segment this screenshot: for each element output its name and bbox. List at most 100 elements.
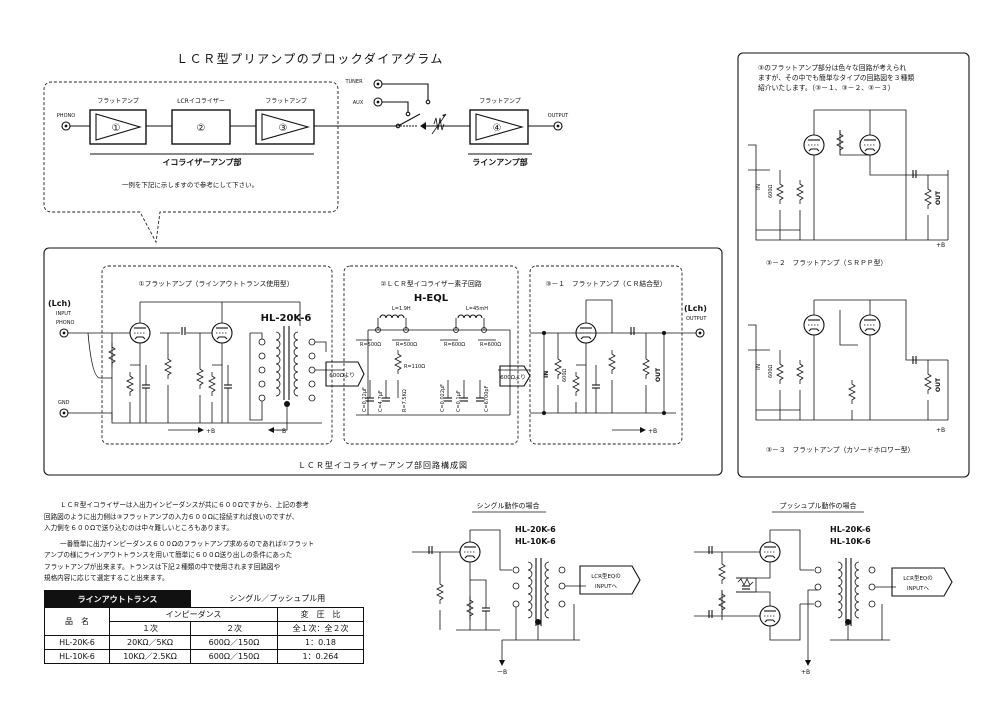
spec-table: ラインアウトトランス シングル／プッシュプル用 品 名 インピーダンス 変 圧 … [44, 590, 364, 664]
tuner-jack-icon [373, 79, 383, 89]
table-row: HL-20K-6 20KΩ／5KΩ 600Ω／150Ω 1：0.18 [44, 635, 364, 650]
push-bypass-cap [741, 585, 751, 590]
cf-tube-icon-2 [859, 314, 881, 336]
spec-cell: HL-20K-6 [44, 635, 110, 650]
r500b-label: R=500Ω [396, 342, 417, 348]
push-tube-icon-1 [759, 541, 781, 563]
single-t1: HL-20K-6 [515, 525, 556, 534]
single-t2: HL-10K-6 [515, 537, 556, 546]
push-title: プッシュプル動作の場合 [780, 501, 857, 510]
single-title: シングル動作の場合 [477, 501, 540, 510]
r600b-label: R=600Ω [480, 342, 501, 348]
out-label: OUT [655, 367, 662, 382]
single-tube-icon [459, 541, 481, 563]
cf-caption: ③－３ フラットアンプ（カソードホロワー型） [766, 445, 914, 454]
heql-label: H-EQL [414, 293, 449, 304]
c6-cap [475, 397, 485, 402]
output-label: OUTPUT [548, 113, 569, 119]
push-t1: HL-20K-6 [830, 525, 871, 534]
to-600-arrow-2 [499, 365, 531, 387]
lch-out-label: (Lch) [684, 304, 707, 313]
block4-label: フラットアンプ [479, 98, 521, 105]
l1-label: L=1.9H [392, 306, 411, 312]
grid-resistor-2 [196, 364, 204, 390]
spec-col-p1: １次 [109, 621, 191, 636]
note-line-1: ③のフラットアンプ部分は色々な回路が考えられ [758, 63, 907, 72]
push-input-cap-1 [708, 545, 713, 555]
spec-cell: 20KΩ／5KΩ [109, 635, 191, 650]
r600a-label: R=600Ω [444, 342, 465, 348]
spec-usage: シングル／プッシュプル用 [190, 590, 364, 608]
spec-col-ratio-sub: 全１次：全２次 [277, 621, 364, 636]
input-label: INPUT [56, 311, 72, 317]
push-plusb-label: +B [801, 669, 810, 676]
output-jack-icon [553, 121, 563, 131]
push-input-cap-2 [708, 609, 713, 619]
srpp-schematic: IN 600Ω OUT +B ③－２ フラットアンプ（ＳＲＰＰ型） [748, 109, 949, 267]
lch-in-label: (Lch) [48, 299, 71, 308]
cf-plusb-label: +B [936, 427, 945, 434]
push-grid-resistor-1 [718, 559, 726, 585]
aux-label: AUX [353, 100, 364, 106]
single-to-eq-arrow [579, 565, 641, 595]
cf-out-resistor [924, 369, 932, 395]
srpp-cathode-resistor [796, 179, 804, 205]
gnd-label: GND [58, 400, 70, 406]
r500a-label: R=500Ω [360, 342, 381, 348]
output-jack-icon-main [695, 328, 705, 338]
c6-label: C=6700pF [484, 385, 490, 412]
push-to-eq-arrow [891, 567, 953, 597]
c5-label: C=0.1μF [456, 390, 462, 412]
srpp-out-label: OUT [935, 190, 942, 205]
transformer-icon [258, 326, 316, 407]
cathode-follower-schematic: IN 600Ω OUT +B ③－３ フラットアンプ（カソードホロワー型） [748, 299, 949, 454]
description-text: ＬＣＲ型イコライザーは入出力インピーダンスが共に６００Ωですから、上記の参考 回… [44, 500, 384, 585]
plusb-2-label: +B [648, 428, 657, 435]
to-600-label-1: 600Ωより [329, 372, 355, 379]
bypass-cap-1 [141, 384, 151, 389]
section1-tube-icon-2 [211, 322, 233, 344]
push-tube-icon-2 [759, 605, 781, 627]
bypass-cap-3 [591, 384, 601, 389]
bypass-cap-2 [223, 384, 233, 389]
tuner-label: TUNER [344, 79, 363, 85]
flat-amp-block-3 [255, 109, 315, 145]
spec-cell: 1：0.264 [277, 649, 364, 664]
plate-resistor-1 [164, 354, 172, 380]
description-line: 回路図のように出力側は③フラットアンプの入力６００Ωに接続すれば良いのですが、 [44, 512, 299, 521]
input-600-resistor [554, 354, 562, 380]
output-cap [630, 326, 635, 336]
srpp-tube-icon-2 [859, 134, 881, 156]
cf-load-resistor [848, 379, 856, 405]
push-transformer-icon [814, 558, 876, 626]
block3-number: ③ [279, 123, 288, 134]
push-arrow-1: LCR型EQの [903, 574, 933, 582]
gnd-jack-icon [59, 408, 69, 418]
flat-amp-block-1 [89, 109, 147, 145]
block1-number: ① [112, 123, 121, 134]
single-arrow-1: LCR型EQの [591, 572, 621, 580]
block1-label: フラットアンプ [97, 98, 139, 105]
phono-input-jack-icon [59, 328, 69, 338]
spec-col-p2: ２次 [190, 621, 278, 636]
cf-input-resistor [776, 359, 784, 385]
section3-title: ③－１ フラットアンプ（ＣＲ結合型） [545, 279, 666, 288]
block2-label: LCRイコライザー [177, 98, 225, 105]
block-diagram: PHONO ① フラットアンプ ② LCRイコライザー ③ フラットアンプ イコ… [43, 79, 569, 244]
c2-label: C=4.7μF [378, 390, 384, 412]
srpp-input-resistor [776, 179, 784, 205]
srpp-plusb-label: +B [936, 242, 945, 249]
output-main-label: OUTPUT [686, 316, 707, 322]
description-line: 入力側を６００Ωで送り込むのは中々難しいところもあります。 [44, 524, 234, 532]
variants-panel: ③のフラットアンプ部分は色々な回路が考えられ ますが、その中でも簡単なタイプの回… [737, 52, 970, 478]
cf-in-label: IN [755, 364, 762, 370]
main-caption: ＬＣＲ型イコライザーアンプ部回路構成図 [298, 460, 468, 470]
single-bypass-cap [481, 607, 491, 612]
cf-r-label: 600Ω [768, 364, 774, 378]
section2-title: ②ＬＣＲ型イコライザー素子回路 [380, 279, 481, 288]
eq-section-label: イコライザーアンプ部 [162, 157, 241, 167]
line-section-label: ラインアンプ部 [472, 157, 527, 167]
single-transformer-icon [512, 558, 566, 626]
plusb-1-label: +B [206, 428, 215, 435]
